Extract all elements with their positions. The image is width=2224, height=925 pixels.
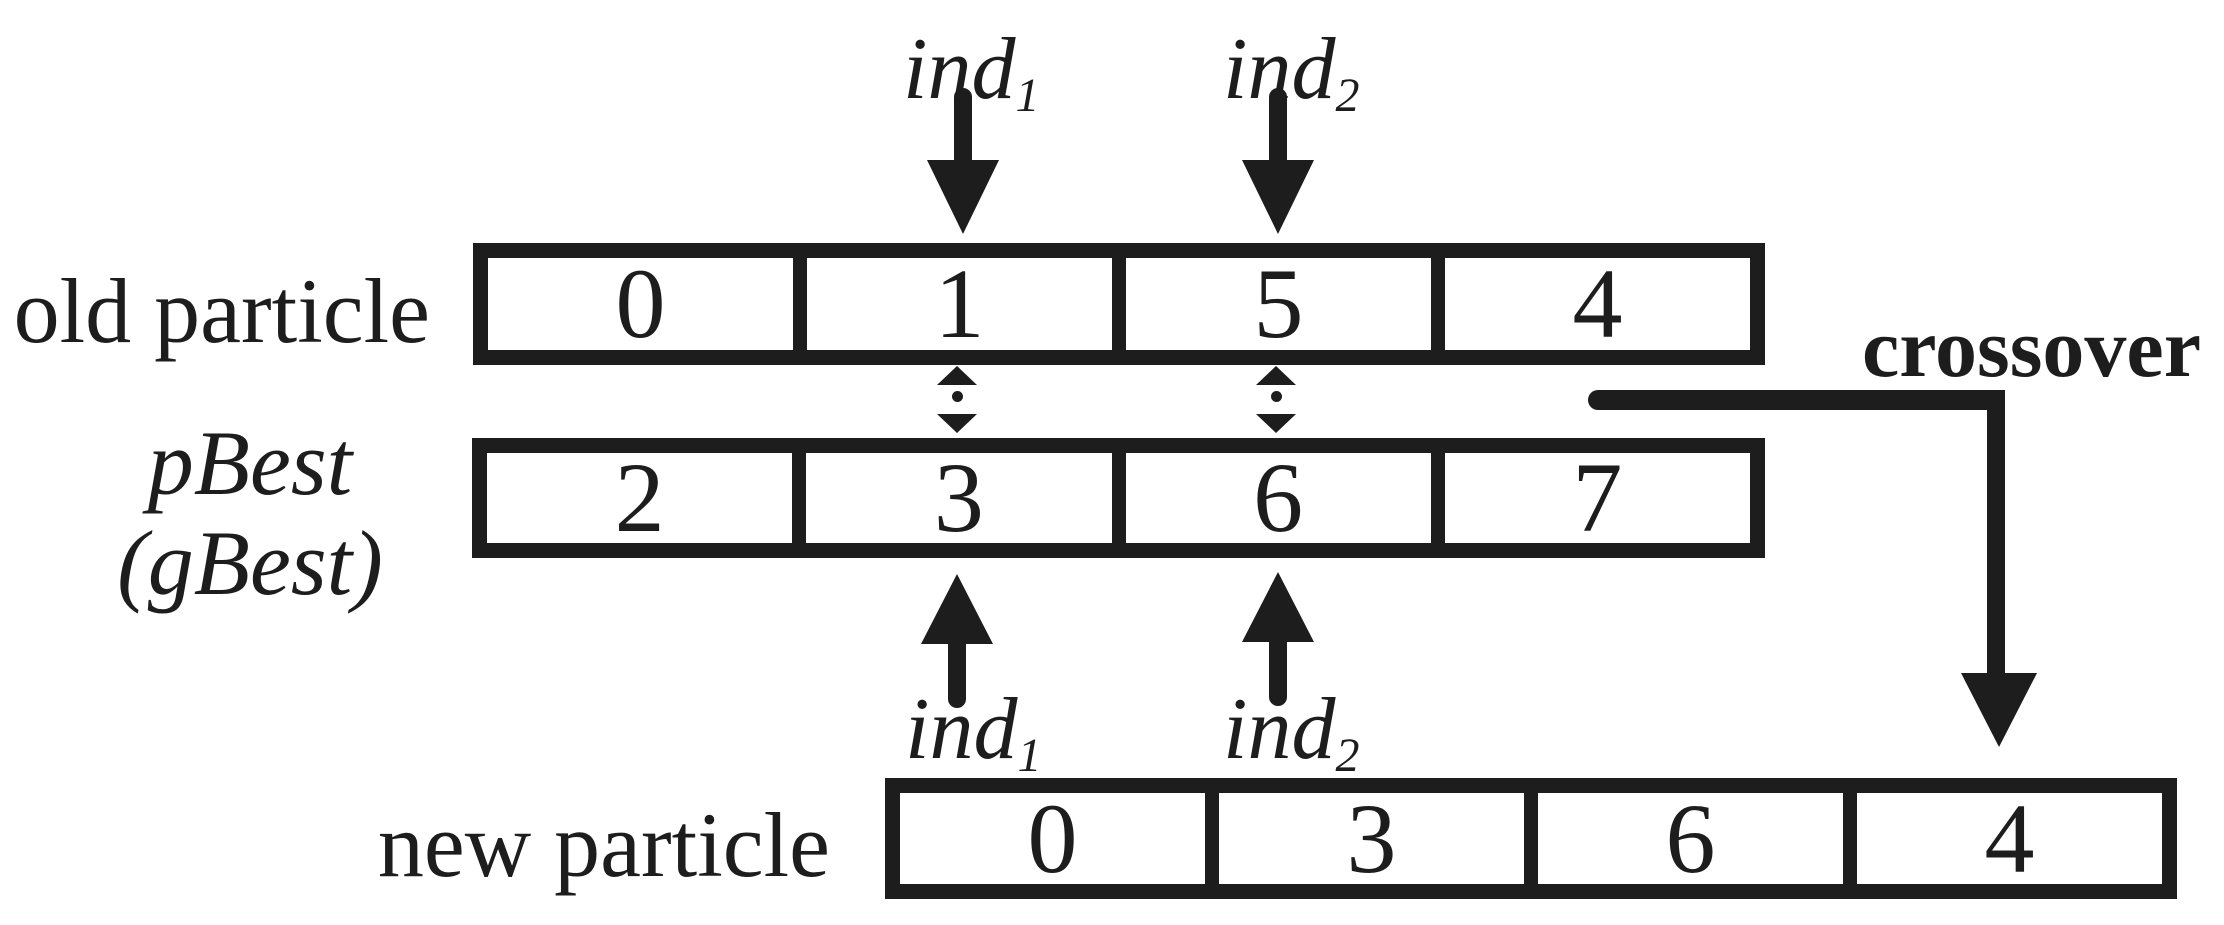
ind2-base: ind [1223, 681, 1336, 778]
pbest-cell-3: 7 [1430, 448, 1750, 548]
ind2-subscript: 2 [1335, 69, 1360, 123]
arrow-up-icon [1242, 572, 1314, 642]
pbest-label: pBest (gBest) [100, 413, 400, 613]
old-particle-label: old particle [13, 260, 430, 362]
crossover-arrowhead-icon [1961, 673, 2037, 747]
new-particle-row: 0 3 6 4 [885, 778, 2177, 899]
old-particle-row: 0 1 5 4 [473, 243, 1765, 365]
arrow-up-icon [948, 640, 966, 708]
new-particle-cell-1: 3 [1205, 788, 1524, 888]
arrow-down-icon [954, 88, 972, 166]
crossover-label: crossover [1862, 302, 2201, 395]
arrow-up-icon [921, 574, 993, 644]
new-particle-cell-3: 4 [1843, 788, 2162, 888]
ind2-subscript: 2 [1335, 729, 1360, 783]
new-particle-label: new particle [377, 794, 830, 896]
arrow-up-icon [1269, 638, 1287, 706]
ind2-label-top: ind2 [1223, 26, 1359, 120]
exchange-arrow-down-icon [937, 414, 977, 433]
ind1-subscript: 1 [1015, 69, 1040, 123]
arrow-down-icon [1242, 160, 1314, 234]
ind2-label-bottom: ind2 [1223, 686, 1359, 780]
pbest-row: 2 3 6 7 [472, 438, 1765, 558]
new-particle-cell-0: 0 [1027, 782, 1078, 894]
ind1-base: ind [905, 681, 1018, 778]
exchange-arrow-down-icon [1256, 414, 1296, 433]
old-particle-cell-1: 1 [793, 254, 1112, 354]
exchange-arrow-up-icon [1256, 366, 1296, 385]
arrow-down-icon [1269, 88, 1287, 166]
pbest-cell-0: 2 [614, 442, 665, 553]
pbest-cell-1: 3 [792, 448, 1111, 548]
crossover-arrow-vertical [1987, 390, 2005, 675]
ind1-label-bottom: ind1 [905, 686, 1041, 780]
old-particle-cell-0: 0 [615, 248, 666, 359]
exchange-arrow-dot [952, 391, 963, 402]
exchange-arrow-dot [1271, 391, 1282, 402]
old-particle-cell-2: 5 [1112, 254, 1431, 354]
pbest-label-line2: (gBest) [117, 512, 383, 614]
exchange-arrow-up-icon [937, 366, 977, 385]
crossover-arrow-horizontal [1588, 390, 2005, 410]
ind1-subscript: 1 [1017, 729, 1042, 783]
new-particle-cell-2: 6 [1524, 788, 1843, 888]
pbest-label-line1: pBest [147, 412, 353, 514]
pbest-cell-2: 6 [1111, 448, 1431, 548]
arrow-down-icon [927, 160, 999, 234]
old-particle-cell-3: 4 [1431, 254, 1750, 354]
